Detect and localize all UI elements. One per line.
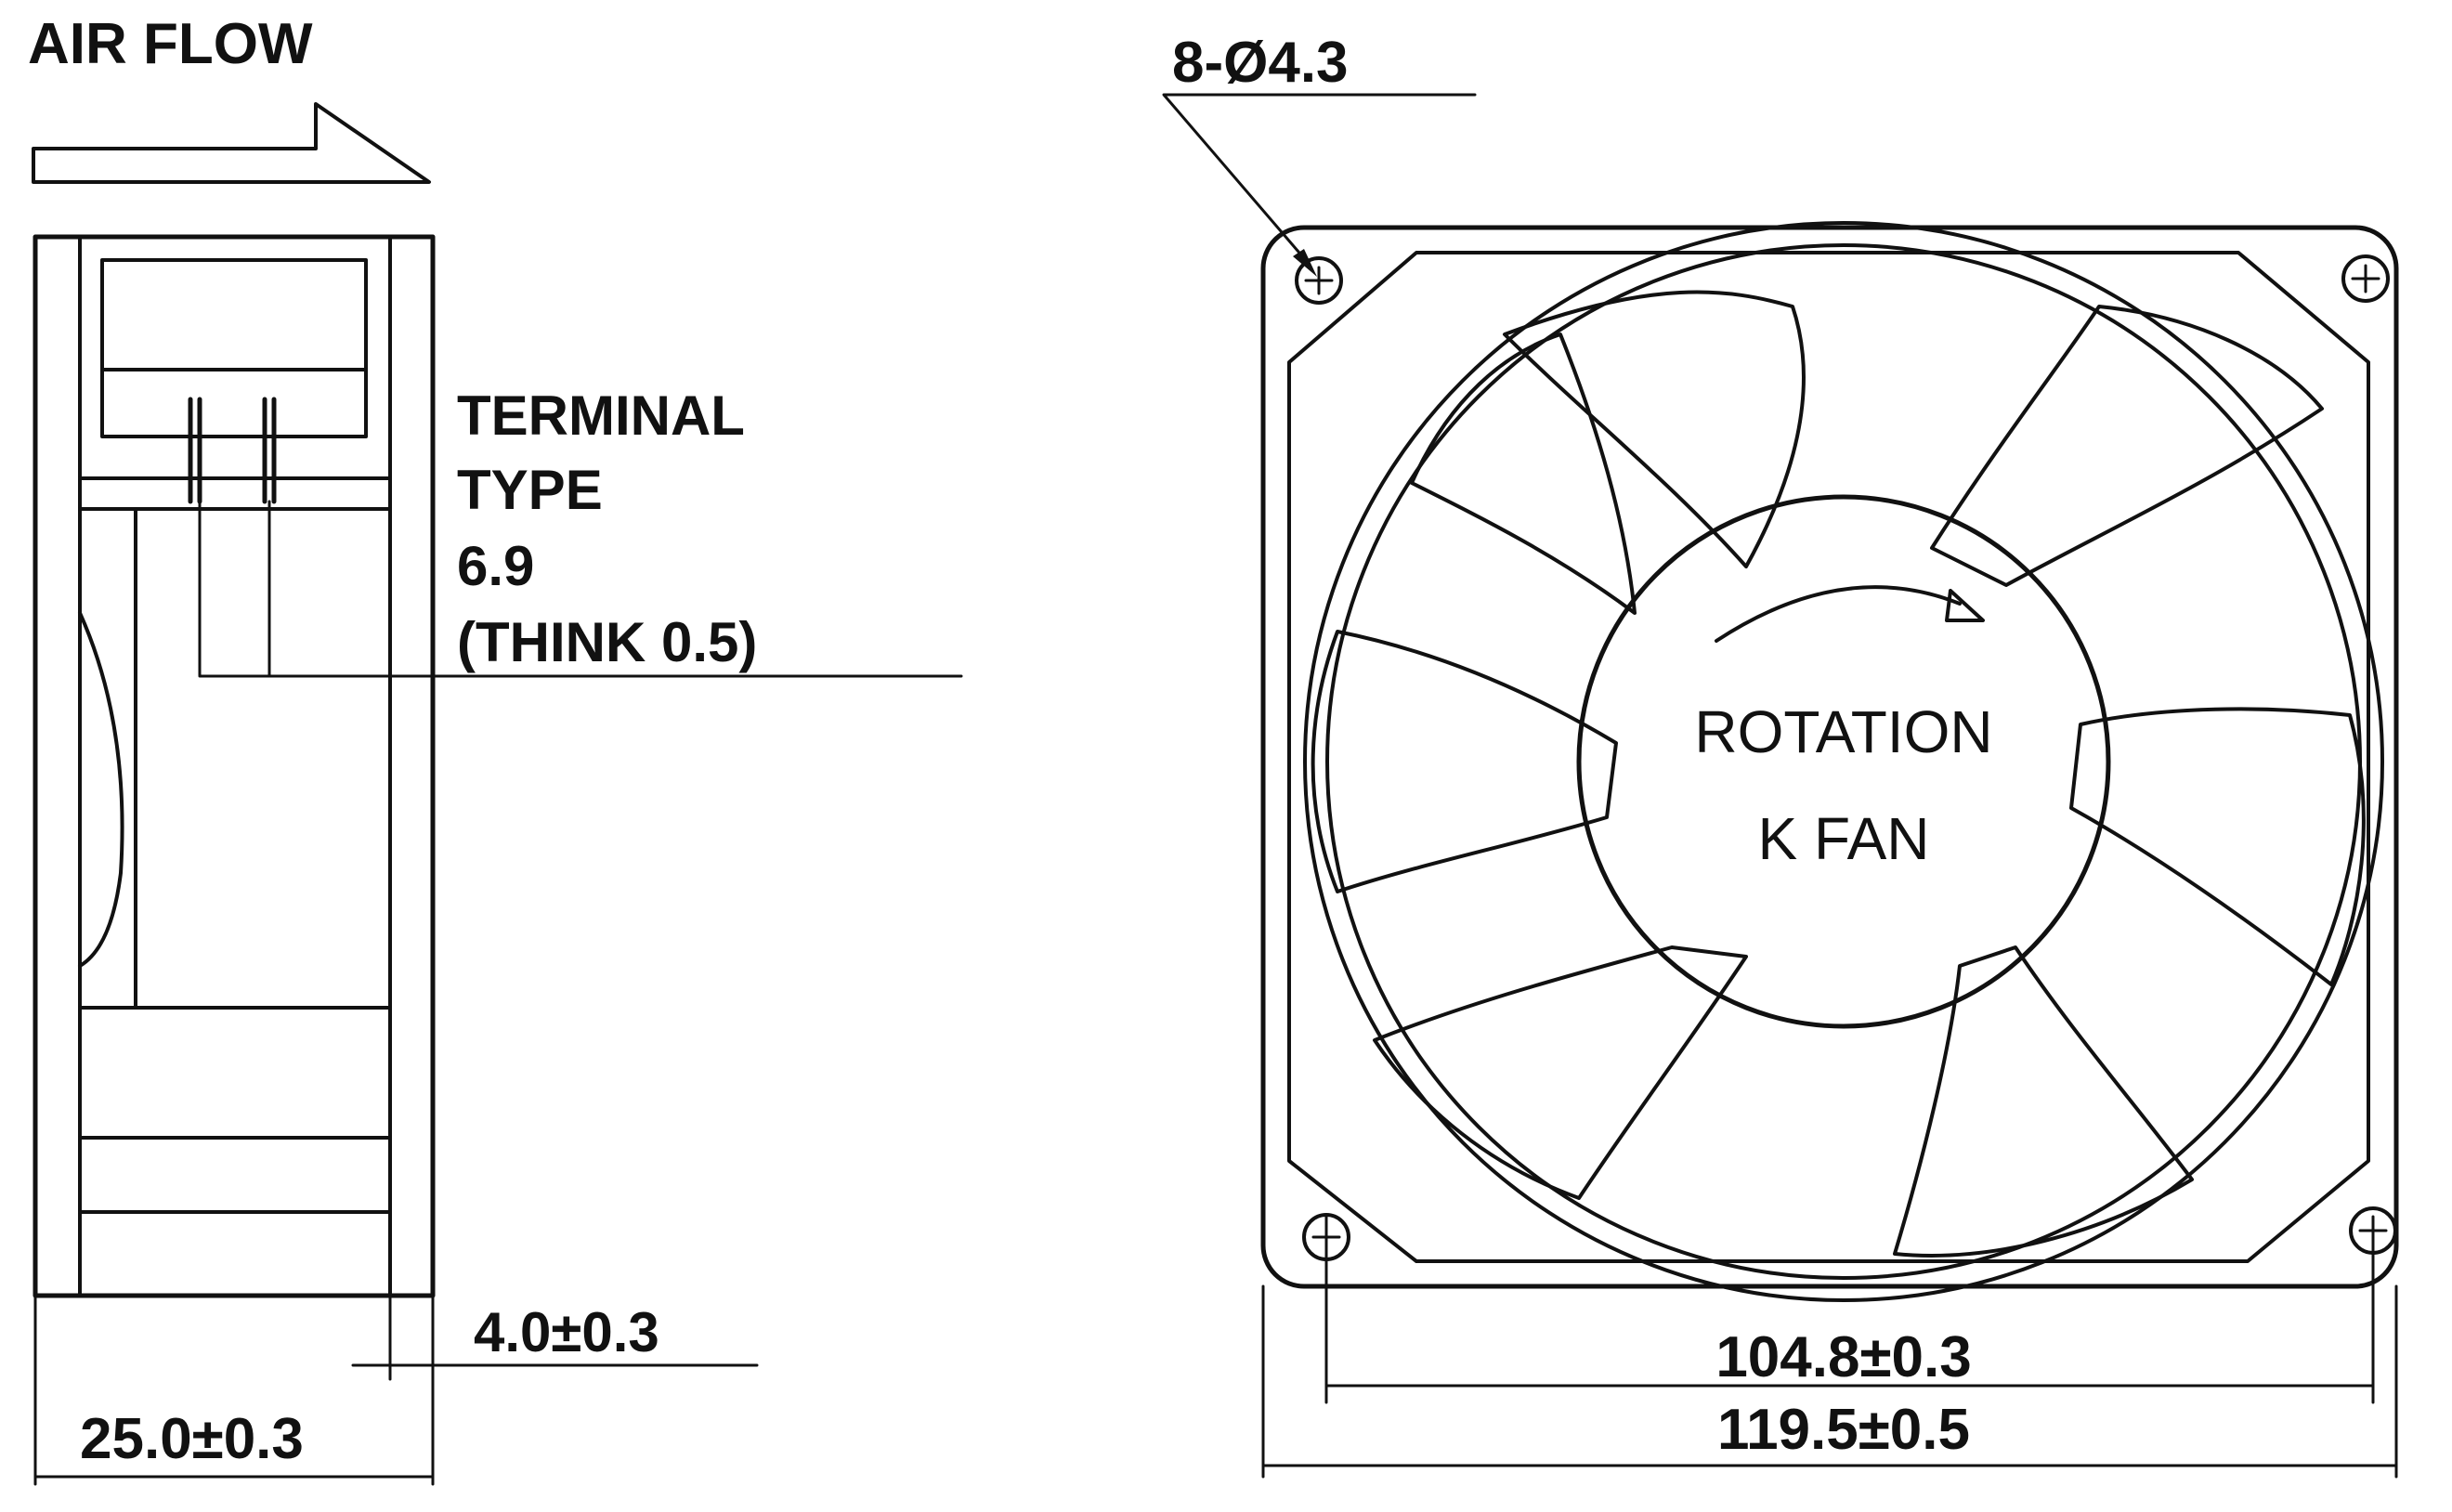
terminal-line-2: TYPE	[457, 459, 603, 521]
dim-side-thickness: 4.0±0.3	[474, 1301, 659, 1363]
hole-callout-leader	[1162, 93, 1477, 267]
dim-holes: 8-Ø4.3	[1172, 31, 1349, 95]
dim-hole-spacing: 104.8±0.3	[1715, 1325, 1971, 1389]
brand-label: K FAN	[1758, 805, 1930, 872]
mounting-hole	[1295, 256, 1343, 305]
hole-callout-arrowhead	[1293, 249, 1317, 277]
terminal-line-4: (THINK 0.5)	[457, 611, 757, 673]
fan-hub	[1576, 494, 2111, 1029]
dim-depth: 25.0±0.3	[80, 1407, 304, 1471]
rotation-arrow	[1715, 585, 1962, 643]
hub-curve	[78, 611, 124, 968]
venturi-outer	[1303, 221, 2384, 1302]
fan-blade	[1410, 332, 1637, 615]
rotation-label: ROTATION	[1694, 698, 1992, 765]
fan-blade	[1893, 945, 2194, 1258]
dim-overall: 119.5±0.5	[1717, 1398, 1970, 1462]
front-view: ROTATION K FAN 8-Ø4.3	[1162, 31, 2399, 1479]
rotation-arrowhead	[1945, 589, 1985, 622]
terminal-leader	[198, 500, 963, 678]
fan-blade	[1373, 945, 1748, 1200]
terminal-box	[100, 258, 368, 438]
side-frame	[33, 234, 436, 1298]
fan-blade	[1311, 630, 1618, 893]
fan-blade	[2069, 707, 2366, 986]
terminal-line-3: 6.9	[457, 535, 534, 597]
front-inner-octagon	[1287, 251, 2370, 1263]
terminal-line-1: TERMINAL	[457, 385, 745, 447]
fan-blade	[1930, 305, 2324, 587]
air-flow-label: AIR FLOW	[28, 12, 313, 76]
fan-blade	[1503, 290, 1806, 568]
side-view: AIR FLOW TERMINAL TYPE 6.9 (THINK 0.5)	[28, 12, 963, 1486]
mounting-hole	[2341, 254, 2390, 303]
fan-blades	[1311, 290, 2366, 1258]
front-frame	[1260, 225, 2399, 1289]
air-flow-arrow	[32, 102, 431, 184]
